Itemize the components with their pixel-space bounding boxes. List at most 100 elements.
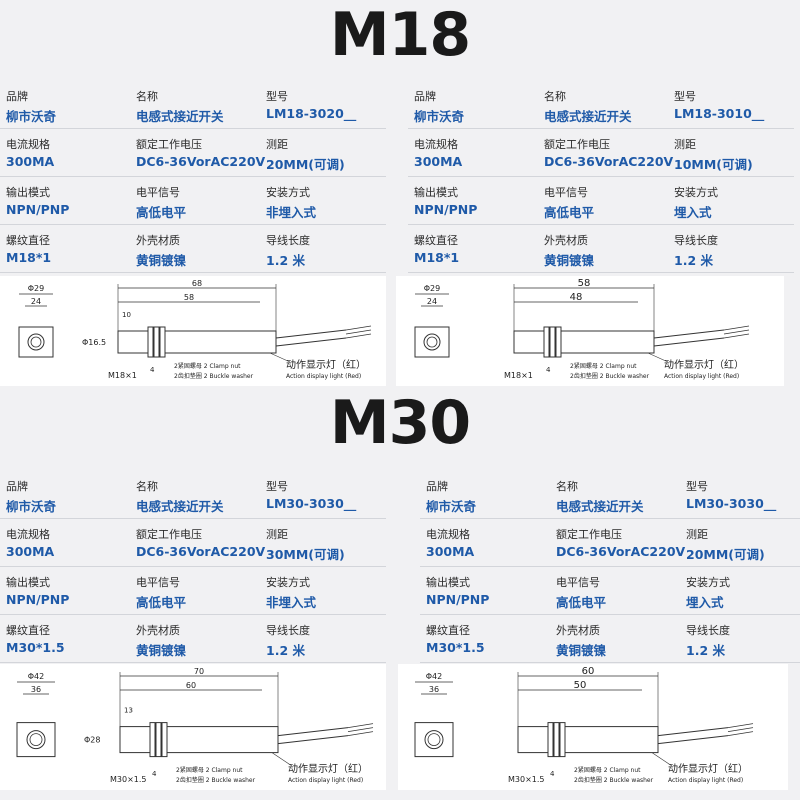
end-view-outline	[414, 722, 454, 758]
spec-label: 型号	[266, 480, 288, 493]
spec-value: LM18-3020__	[266, 106, 357, 121]
thread-label: M30×1.5	[508, 775, 545, 784]
spec-label: 导线长度	[266, 624, 310, 637]
spec-label: 名称	[136, 480, 158, 493]
body-length-label: 50	[574, 680, 587, 691]
spec-label: 名称	[544, 90, 566, 103]
cable-wire	[723, 333, 750, 339]
spec-label: 测距	[266, 138, 288, 151]
spec-label: 额定工作电压	[136, 138, 202, 151]
spec-label: 输出模式	[6, 186, 50, 199]
spec-value: 300MA	[6, 154, 55, 169]
spec-label: 测距	[674, 138, 696, 151]
spec-label: 额定工作电压	[136, 528, 202, 541]
washer-label: 2齿扣垫圈 2 Buckle washer	[574, 776, 654, 784]
spec-label: 电平信号	[136, 186, 180, 199]
spec-value: 电感式接近开关	[556, 499, 644, 514]
end-view-outline	[414, 326, 450, 358]
nut-thickness-label: 4	[546, 366, 551, 374]
cable-edge-top	[277, 727, 349, 737]
overall-length-label: 70	[194, 667, 204, 676]
end-view-core	[29, 733, 43, 746]
spec-value: NPN/PNP	[426, 592, 490, 607]
spec-value: 1.2 米	[266, 253, 305, 268]
spec-label: 额定工作电压	[544, 138, 610, 151]
spec-value: 20MM(可调)	[266, 157, 345, 172]
end-view-face	[27, 333, 45, 351]
front-length-label: 13	[124, 707, 133, 715]
spec-value: DC6-36VorAC220V	[556, 544, 686, 559]
hex-dia-label: Φ29	[424, 284, 440, 293]
spec-value: LM30-3030__	[686, 496, 777, 511]
spec-label: 输出模式	[6, 576, 50, 589]
indicator-light-en-label: Action display light (Red)	[664, 373, 739, 380]
spec-label: 安装方式	[266, 576, 310, 589]
cable-edge-bottom	[657, 735, 729, 745]
spec-value: 高低电平	[544, 205, 595, 220]
spec-value: 非埋入式	[266, 205, 317, 220]
spec-label: 额定工作电压	[556, 528, 622, 541]
spec-value: 300MA	[426, 544, 475, 559]
sensor-body	[513, 330, 655, 354]
spec-label: 外壳材质	[556, 624, 600, 637]
overall-length-label: 58	[578, 278, 591, 289]
cable-wire	[347, 727, 374, 732]
spec-label: 品牌	[6, 90, 28, 103]
cable-wire	[723, 325, 750, 331]
spec-value: M30*1.5	[6, 640, 65, 655]
end-view-core	[30, 336, 42, 348]
spec-value: 电感式接近开关	[136, 109, 224, 124]
clamp-nut-plate	[159, 326, 166, 358]
indicator-leader	[651, 752, 673, 767]
spec-value: 高低电平	[136, 595, 187, 610]
spec-value: 10MM(可调)	[674, 157, 753, 172]
spec-label: 电平信号	[556, 576, 600, 589]
nut-thickness-label: 4	[550, 770, 555, 778]
clamp-nut-plate	[147, 326, 154, 358]
cable-edge-top	[275, 329, 347, 339]
spec-value: DC6-36VorAC220V	[136, 154, 266, 169]
spec-label: 输出模式	[426, 576, 470, 589]
spec-label: 安装方式	[674, 186, 718, 199]
spec-label: 型号	[266, 90, 288, 103]
spec-value: 30MM(可调)	[266, 547, 345, 562]
end-view-face	[423, 333, 441, 351]
front-length-label: 10	[122, 311, 131, 319]
hex-dia-label: Φ42	[28, 672, 44, 681]
spec-label: 测距	[266, 528, 288, 541]
end-view-core	[426, 336, 438, 348]
indicator-light-label: 动作显示灯（红）	[664, 358, 744, 371]
spec-value: 非埋入式	[266, 595, 317, 610]
spec-label: 导线长度	[674, 234, 718, 247]
spec-value: 20MM(可调)	[686, 547, 765, 562]
thread-label: M30×1.5	[110, 775, 147, 784]
spec-value: 高低电平	[556, 595, 607, 610]
spec-value: NPN/PNP	[6, 202, 70, 217]
spec-value: NPN/PNP	[6, 592, 70, 607]
spec-value: 高低电平	[136, 205, 187, 220]
spec-label: 螺纹直径	[6, 234, 50, 247]
cable-wire	[345, 325, 372, 331]
cable-wire	[347, 731, 374, 736]
spec-label: 品牌	[6, 480, 28, 493]
cable-wire	[347, 723, 374, 728]
indicator-light-en-label: Action display light (Red)	[668, 777, 743, 784]
clamp-nut-label: 2紧固螺母 2 Clamp nut	[574, 766, 641, 774]
spec-label: 外壳材质	[136, 234, 180, 247]
nut-thickness-label: 4	[150, 366, 155, 374]
spec-label: 导线长度	[686, 624, 730, 637]
spec-value: 黄铜镀镍	[136, 253, 187, 268]
cable-edge-top	[653, 329, 725, 339]
clamp-nut-label: 2紧固螺母 2 Clamp nut	[174, 362, 241, 370]
spec-label: 螺纹直径	[426, 624, 470, 637]
cable-wire	[345, 333, 372, 339]
